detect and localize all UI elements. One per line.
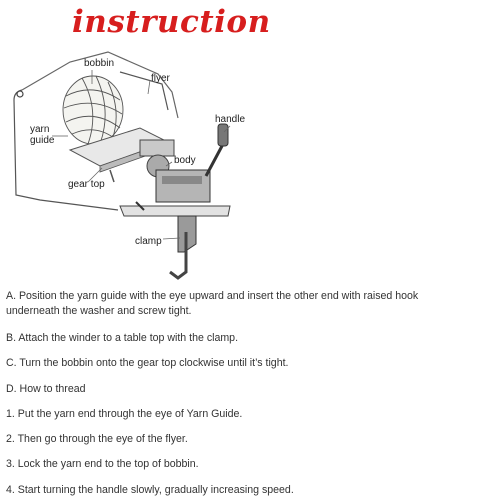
label-yarn-guide: yarn guide [30, 124, 55, 146]
step-2: 2. Then go through the eye of the flyer. [6, 433, 188, 445]
step-b: B. Attach the winder to a table top with… [6, 332, 239, 344]
label-gear-top: gear top [68, 179, 105, 190]
page-title: instruction [72, 4, 271, 40]
step-3: 3. Lock the yarn end to the top of bobbi… [6, 458, 199, 470]
step-d: D. How to thread [6, 383, 86, 395]
step-a-line1: A. Position the yarn guide with the eye … [6, 290, 419, 302]
step-1: 1. Put the yarn end through the eye of Y… [6, 408, 243, 420]
step-c: C. Turn the bobbin onto the gear top clo… [6, 357, 289, 369]
label-flyer: flyer [151, 73, 170, 84]
label-bobbin: bobbin [84, 58, 115, 69]
yarn-winder-diagram [13, 51, 231, 280]
step-4: 4. Start turning the handle slowly, grad… [6, 484, 294, 496]
yarn-ball [62, 75, 124, 145]
label-handle: handle [215, 114, 246, 125]
step-a-line2: underneath the washer and screw tight. [6, 305, 192, 317]
label-clamp: clamp [135, 236, 162, 247]
label-body: body [174, 155, 196, 166]
